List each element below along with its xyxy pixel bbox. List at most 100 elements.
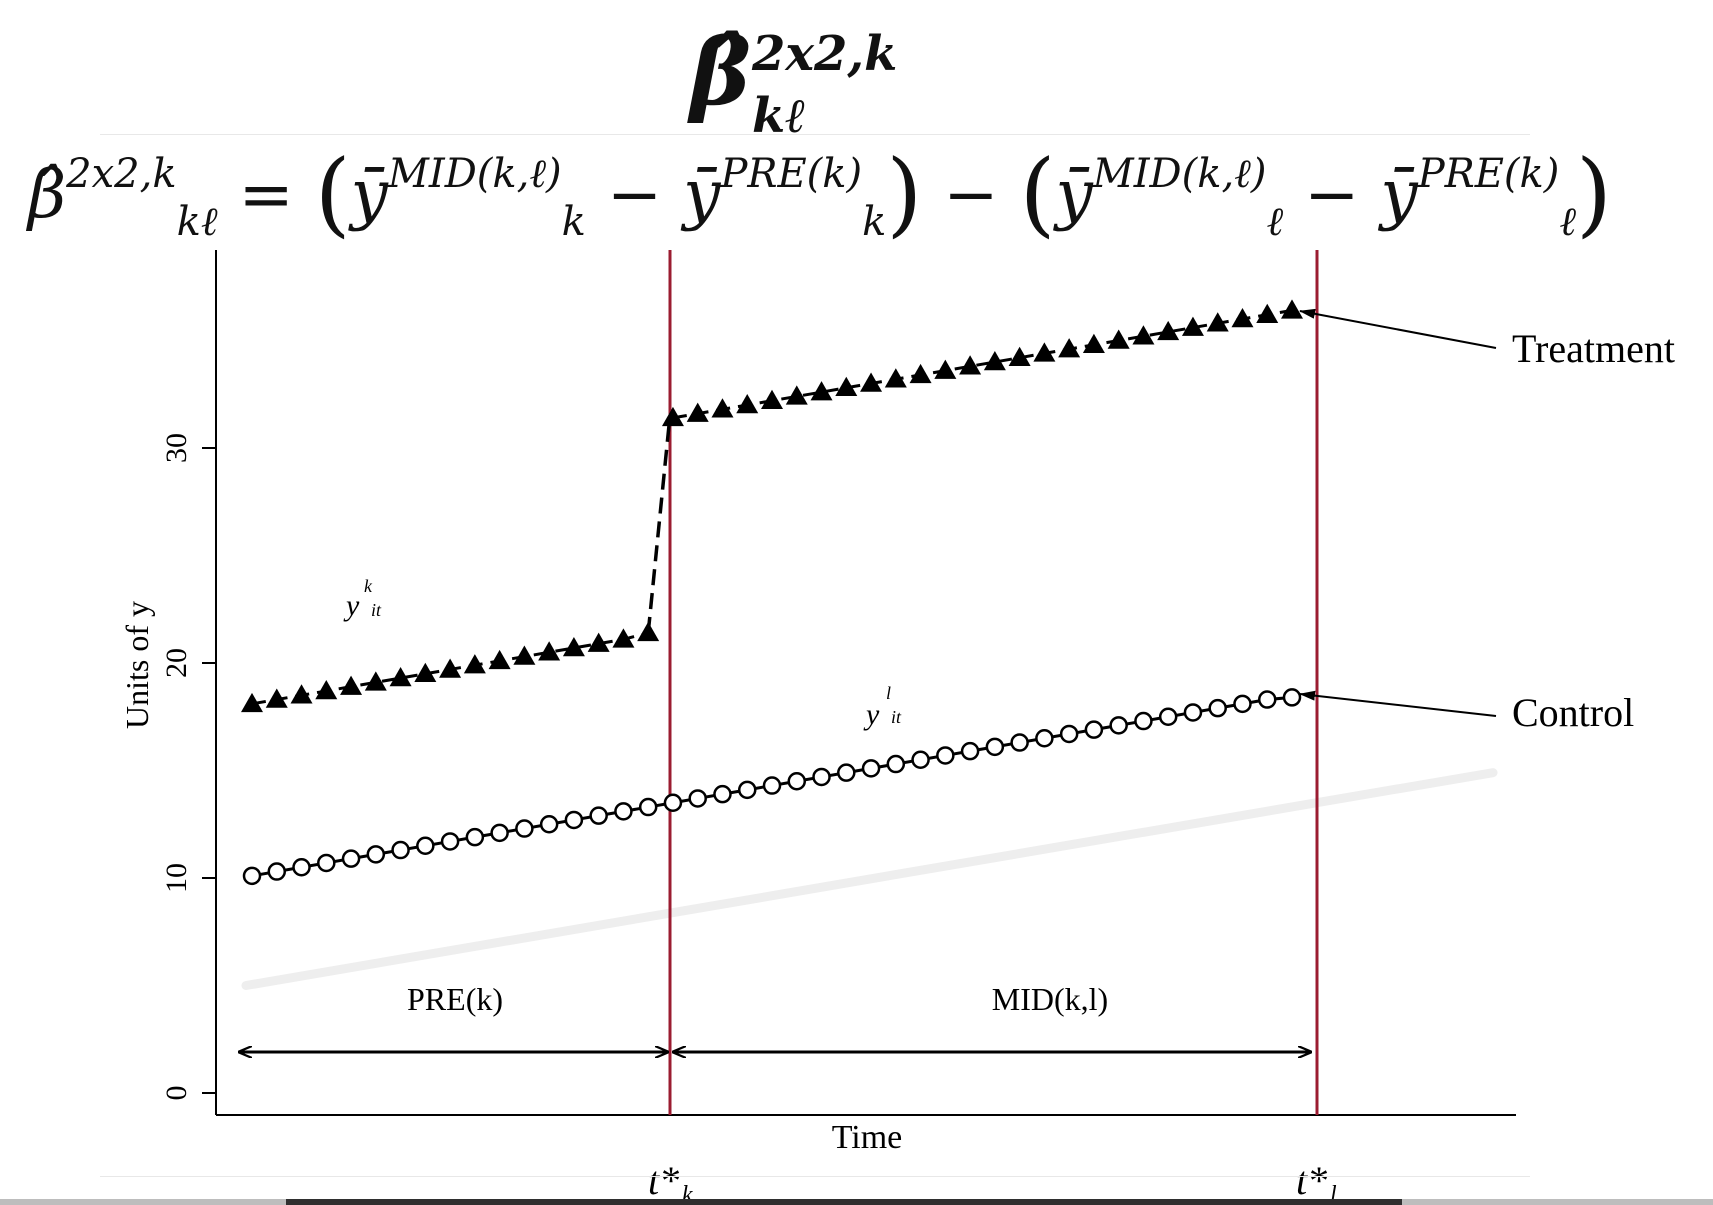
- treatment-point: [1256, 303, 1279, 323]
- control-point: [292, 858, 311, 877]
- formula-k-1: k: [561, 199, 586, 245]
- control-point: [985, 737, 1005, 757]
- y-label-treatment: y: [343, 589, 360, 622]
- formula-lparen-1: (: [314, 140, 351, 247]
- control-point: [663, 793, 683, 812]
- control-point: [242, 866, 262, 886]
- control-point: [515, 819, 534, 838]
- formula-pre-1: PRE(k): [720, 151, 863, 197]
- control-point: [762, 776, 782, 795]
- treatment-point: [1058, 338, 1081, 358]
- treatment-point: [562, 636, 585, 657]
- y-tick-label: 20: [160, 648, 193, 678]
- treatment-jump-line: [646, 425, 671, 634]
- event-lines-layer: [668, 250, 1319, 1115]
- treatment-point: [1132, 325, 1155, 345]
- formula-pre-2: PRE(k): [1417, 151, 1560, 197]
- treatment-point: [959, 355, 982, 375]
- formula-mid-1: MID(k,ℓ): [387, 151, 562, 197]
- treatment-point: [1181, 316, 1204, 336]
- treatment-point: [860, 372, 883, 392]
- treatment-point: [290, 684, 313, 704]
- control-point: [787, 772, 807, 791]
- control-point: [886, 754, 906, 774]
- control-point: [812, 767, 831, 787]
- control-point: [267, 862, 287, 881]
- formula-ybar-2: ȳ: [683, 156, 721, 233]
- formula-ybar-3: ȳ: [1055, 156, 1093, 233]
- control-point: [317, 853, 336, 873]
- treatment-point: [315, 679, 338, 700]
- axes-layer: 0 10 20 30: [160, 250, 1516, 1116]
- title-beta-hat: β̂: [690, 18, 752, 126]
- control-point: [837, 763, 856, 782]
- treatment-point: [587, 632, 610, 652]
- control-point: [1233, 694, 1252, 714]
- treatment-point: [241, 692, 263, 713]
- treatment-point: [340, 675, 363, 695]
- treatment-point: [761, 389, 783, 409]
- control-point: [341, 849, 361, 868]
- formula-minus-3: −: [1304, 156, 1360, 233]
- y-label-control: y: [863, 698, 880, 731]
- x-axis-label: Time: [832, 1119, 903, 1156]
- control-point: [713, 784, 732, 804]
- formula-lhs: β̂: [28, 156, 67, 233]
- formula-l-1: ℓ: [1266, 199, 1284, 245]
- control-point: [416, 836, 435, 855]
- formula-equals: =: [238, 156, 294, 233]
- treatment-point: [661, 406, 684, 427]
- control-point: [688, 789, 707, 808]
- control-point: [1134, 711, 1153, 731]
- y-label-control-sup: l: [886, 683, 891, 703]
- treatment-point: [364, 671, 387, 691]
- formula-ybar-4: ȳ: [1380, 156, 1418, 233]
- y-tick-label: 30: [160, 433, 193, 463]
- estimator-formula: β̂2x2,kkℓ = (ȳMID(k,ℓ)k − ȳPRE(k)k) − (ȳ…: [28, 140, 1612, 247]
- formula-minus-2: −: [943, 156, 999, 233]
- treatment-point: [711, 398, 734, 418]
- y-tick-label: 0: [160, 1086, 193, 1101]
- control-point: [1158, 707, 1178, 726]
- t-star-k-sub: k: [682, 1182, 693, 1205]
- formula-rparen-1: ): [886, 140, 923, 247]
- control-point: [440, 832, 460, 851]
- formula-lhs-sup: 2x2,k: [66, 151, 177, 197]
- control-point: [1109, 716, 1128, 735]
- treatment-point: [488, 649, 511, 670]
- mid-label: MID(k,l): [992, 981, 1108, 1017]
- control-point: [564, 810, 584, 830]
- bottom-bar-dark: [286, 1199, 1402, 1205]
- treatment-point: [810, 381, 833, 401]
- control-point: [960, 741, 980, 761]
- formula-l-2: ℓ: [1559, 199, 1577, 245]
- treatment-point: [1082, 333, 1105, 354]
- y-label-treatment-sub: it: [371, 600, 382, 620]
- treatment-line-post: [672, 308, 1293, 420]
- treatment-point: [1231, 308, 1254, 328]
- treatment-point: [1033, 342, 1056, 362]
- treatment-point: [884, 368, 907, 388]
- treatment-point: [1008, 346, 1031, 366]
- control-point: [366, 845, 386, 864]
- formula-mid-2: MID(k,ℓ): [1092, 151, 1267, 197]
- formula-lhs-sub: kℓ: [176, 199, 218, 245]
- t-star-l-label: t*: [1296, 1158, 1327, 1203]
- control-point: [737, 780, 757, 800]
- control-point: [1035, 729, 1054, 748]
- footer-divider: [100, 1176, 1530, 1177]
- series-control: [242, 688, 1302, 886]
- control-point: [1282, 688, 1302, 707]
- y-label-treatment-sup: k: [364, 576, 373, 596]
- treatment-point: [1107, 329, 1130, 349]
- treatment-point: [934, 359, 957, 379]
- control-point: [589, 806, 608, 825]
- y-tick-label: 10: [160, 863, 193, 893]
- formula-minus-1: −: [606, 156, 663, 233]
- treatment-point: [835, 376, 858, 397]
- treatment-point: [1281, 299, 1303, 319]
- trend-line: [241, 768, 1498, 990]
- treatment-label: Treatment: [1512, 326, 1675, 371]
